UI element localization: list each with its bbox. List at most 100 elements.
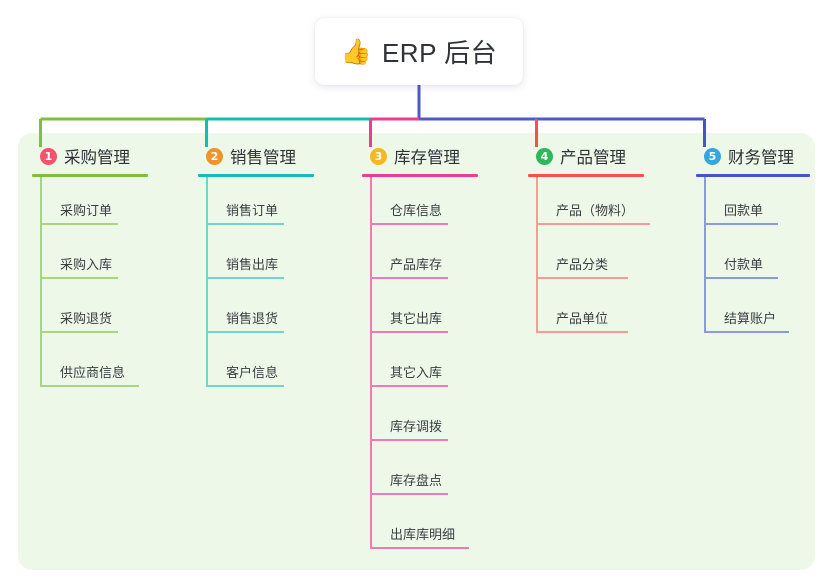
module-item[interactable]: 出库库明细 bbox=[362, 501, 512, 555]
module-spine bbox=[40, 177, 42, 387]
module-item-list: 回款单付款单结算账户 bbox=[696, 177, 826, 339]
module-item-rule bbox=[370, 493, 448, 495]
module-item-label: 付款单 bbox=[724, 257, 764, 272]
module-item-rule bbox=[40, 223, 118, 225]
module-item-rule bbox=[704, 331, 789, 333]
module-item-label: 产品（物料） bbox=[556, 203, 635, 218]
module-item[interactable]: 回款单 bbox=[696, 177, 826, 231]
module-item-rule bbox=[536, 223, 650, 225]
module-header-rule bbox=[198, 174, 314, 177]
module-item-label: 销售退货 bbox=[226, 311, 279, 326]
module-spine bbox=[206, 177, 208, 387]
module-item-list: 产品（物料） 产品分类产品单位 bbox=[528, 177, 688, 339]
module-item-label: 产品分类 bbox=[556, 257, 609, 272]
module-spine bbox=[536, 177, 538, 333]
module-title: 销售管理 bbox=[230, 149, 296, 167]
thumbs-up-icon: 👍 bbox=[340, 37, 372, 66]
module-item-label: 采购退货 bbox=[60, 311, 113, 326]
module-item-label: 其它入库 bbox=[390, 365, 443, 380]
module-item-label: 采购订单 bbox=[60, 203, 113, 218]
module-item-label: 库存调拨 bbox=[390, 419, 443, 434]
module-item-rule bbox=[206, 385, 284, 387]
module-item[interactable]: 销售退货 bbox=[198, 285, 348, 339]
module-title: 库存管理 bbox=[394, 149, 460, 167]
module-number-badge: 5 bbox=[704, 147, 721, 165]
module-item-label: 采购入库 bbox=[60, 257, 113, 272]
module-header-rule bbox=[696, 174, 810, 177]
module-item[interactable]: 仓库信息 bbox=[362, 177, 512, 231]
module-column-3: 3 库存管理仓库信息产品库存其它出库其它入库库存调拨库存盘点出库库明细 bbox=[362, 145, 512, 555]
module-item-label: 销售出库 bbox=[226, 257, 279, 272]
module-header-rule bbox=[528, 174, 644, 177]
module-item-rule bbox=[370, 277, 448, 279]
root-node[interactable]: 👍 ERP 后台 bbox=[315, 18, 523, 85]
module-item[interactable]: 库存调拨 bbox=[362, 393, 512, 447]
module-item-rule bbox=[206, 331, 284, 333]
module-item-label: 结算账户 bbox=[724, 311, 777, 326]
module-item-rule bbox=[206, 223, 284, 225]
module-item-rule bbox=[370, 331, 448, 333]
module-item[interactable]: 产品单位 bbox=[528, 285, 688, 339]
module-title: 采购管理 bbox=[64, 149, 130, 167]
module-item-label: 产品单位 bbox=[556, 311, 609, 326]
root-node-content: 👍 ERP 后台 bbox=[341, 33, 497, 70]
module-item-label: 产品库存 bbox=[390, 257, 443, 272]
module-item-label: 出库库明细 bbox=[390, 527, 456, 542]
module-spine bbox=[704, 177, 706, 333]
module-item[interactable]: 库存盘点 bbox=[362, 447, 512, 501]
module-item-label: 客户信息 bbox=[226, 365, 279, 380]
module-item[interactable]: 结算账户 bbox=[696, 285, 826, 339]
module-item-label: 其它出库 bbox=[390, 311, 443, 326]
root-node-title: ERP 后台 bbox=[381, 38, 498, 68]
module-header-rule bbox=[32, 174, 148, 177]
module-number-badge: 3 bbox=[370, 147, 387, 165]
module-item[interactable]: 采购订单 bbox=[32, 177, 182, 231]
module-item-rule bbox=[40, 331, 118, 333]
module-item-rule bbox=[40, 385, 139, 387]
module-item-rule bbox=[536, 277, 628, 279]
module-item[interactable]: 采购退货 bbox=[32, 285, 182, 339]
module-item-rule bbox=[206, 277, 284, 279]
module-item[interactable]: 其它出库 bbox=[362, 285, 512, 339]
modules-panel bbox=[18, 133, 815, 570]
module-column-2: 2 销售管理销售订单销售出库销售退货客户信息 bbox=[198, 145, 348, 393]
module-item-rule bbox=[370, 385, 448, 387]
module-item-rule bbox=[370, 439, 448, 441]
module-item-rule bbox=[40, 277, 118, 279]
module-item[interactable]: 其它入库 bbox=[362, 339, 512, 393]
module-item[interactable]: 产品（物料） bbox=[528, 177, 688, 231]
module-header-rule bbox=[362, 174, 478, 177]
module-item-rule bbox=[704, 223, 778, 225]
module-item[interactable]: 采购入库 bbox=[32, 231, 182, 285]
module-item[interactable]: 产品库存 bbox=[362, 231, 512, 285]
module-item-rule bbox=[536, 331, 628, 333]
module-item[interactable]: 客户信息 bbox=[198, 339, 348, 393]
module-item[interactable]: 产品分类 bbox=[528, 231, 688, 285]
module-item-rule bbox=[370, 547, 469, 549]
module-item-list: 仓库信息产品库存其它出库其它入库库存调拨库存盘点出库库明细 bbox=[362, 177, 512, 555]
module-number-badge: 2 bbox=[206, 147, 223, 165]
module-item-rule bbox=[704, 277, 778, 279]
module-item-label: 回款单 bbox=[724, 203, 764, 218]
module-header-3[interactable]: 3 库存管理 bbox=[362, 145, 512, 167]
module-item-label: 销售订单 bbox=[226, 203, 279, 218]
module-item-list: 采购订单采购入库采购退货供应商信息 bbox=[32, 177, 182, 393]
module-header-2[interactable]: 2 销售管理 bbox=[198, 145, 348, 167]
module-item-rule bbox=[370, 223, 448, 225]
module-item[interactable]: 付款单 bbox=[696, 231, 826, 285]
module-item-list: 销售订单销售出库销售退货客户信息 bbox=[198, 177, 348, 393]
module-item[interactable]: 供应商信息 bbox=[32, 339, 182, 393]
module-item[interactable]: 销售出库 bbox=[198, 231, 348, 285]
module-title: 产品管理 bbox=[560, 149, 626, 167]
module-item-label: 库存盘点 bbox=[390, 473, 443, 488]
module-item[interactable]: 销售订单 bbox=[198, 177, 348, 231]
module-item-label: 仓库信息 bbox=[390, 203, 443, 218]
module-item-label: 供应商信息 bbox=[60, 365, 126, 380]
